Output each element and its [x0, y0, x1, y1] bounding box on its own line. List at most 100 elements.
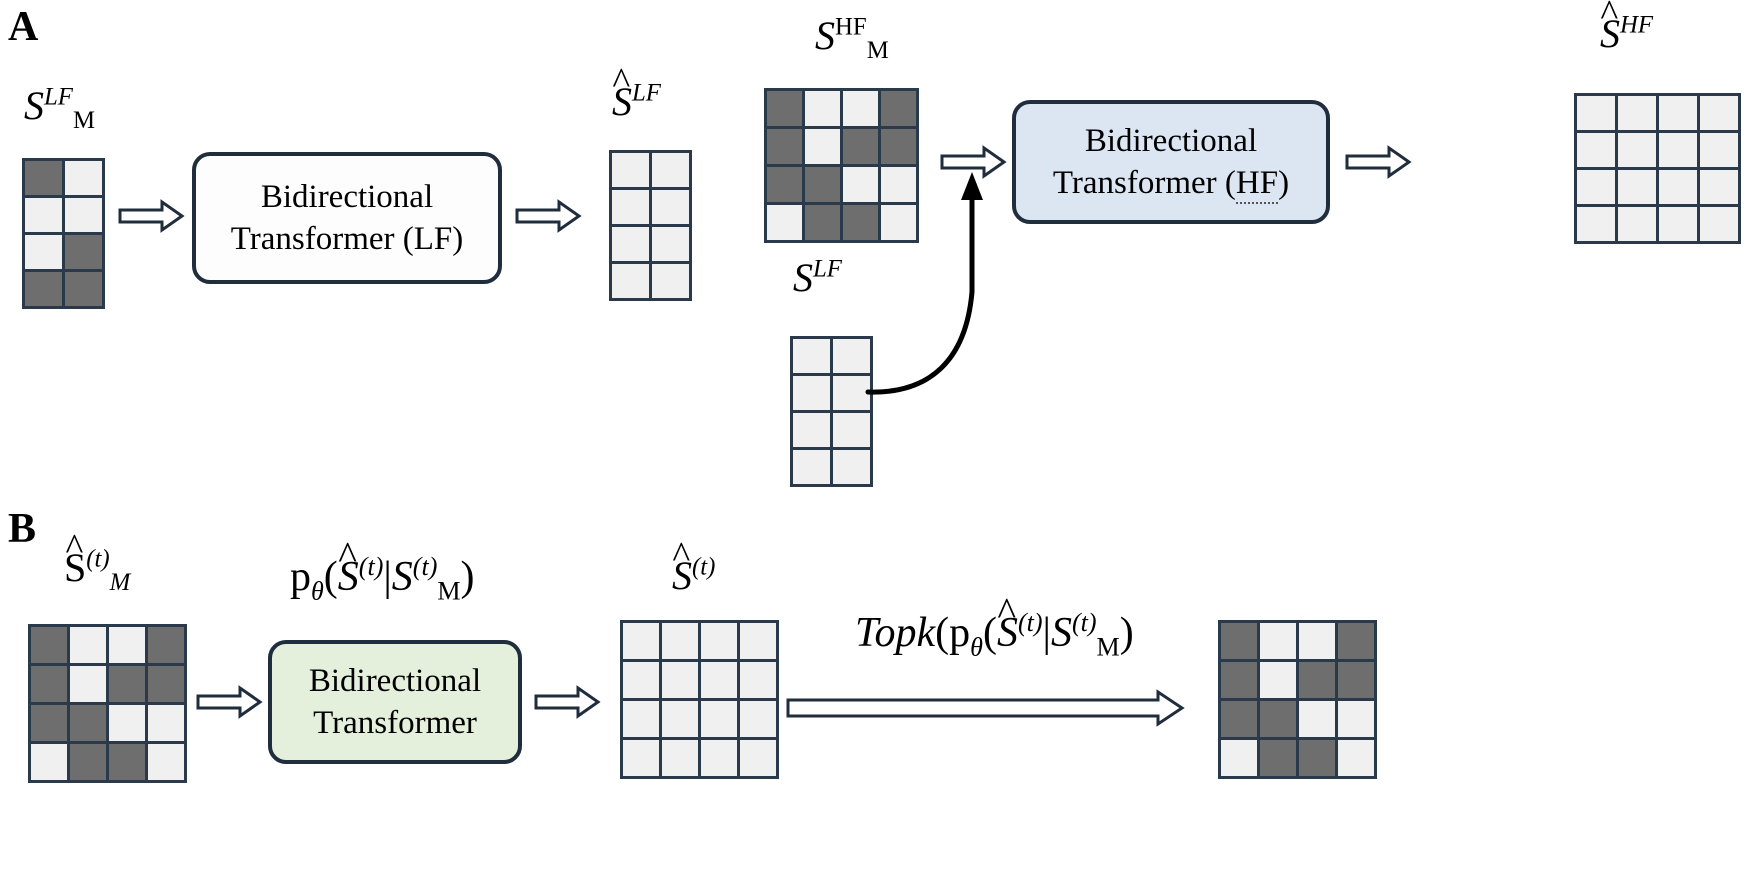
matrix-cell — [652, 227, 689, 261]
label-masked-lf-sup: LF — [44, 83, 73, 111]
matrix-cell — [1700, 133, 1738, 167]
box-bidirectional-transformer-b[interactable]: Bidirectional Transformer — [268, 640, 522, 764]
label-masked-t-base: S — [64, 545, 87, 590]
matrix-cell — [148, 705, 184, 741]
label-masked-hf: SHFM — [815, 15, 889, 63]
matrix-cell — [109, 627, 145, 663]
matrix-cell — [843, 205, 878, 240]
label-masked-t: ^S(t)M — [64, 529, 130, 595]
matrix-cell — [1618, 133, 1656, 167]
box-lf-line1: Bidirectional — [260, 178, 434, 215]
box-hf-line1: Bidirectional — [1084, 122, 1258, 159]
matrix-cell — [1260, 740, 1296, 776]
box-bidirectional-transformer-hf[interactable]: Bidirectional Transformer (HF) — [1012, 100, 1330, 224]
matrix-cell — [31, 744, 67, 780]
arrow-masked-hf-to-transformer — [940, 142, 1008, 182]
matrix-cell — [70, 744, 106, 780]
matrix-cell — [833, 376, 870, 410]
matrix-cell — [1299, 623, 1335, 659]
matrix-cell — [1260, 623, 1296, 659]
matrix-masked-hf — [764, 88, 919, 243]
matrix-cell — [740, 662, 776, 698]
matrix-cell — [623, 623, 659, 659]
arrow-masked-t-to-transformer — [196, 682, 264, 722]
matrix-cell — [65, 272, 102, 306]
label-masked-lf-base: S — [24, 83, 44, 128]
box-hf-line2-suffix: ) — [1278, 165, 1290, 201]
matrix-cell — [148, 666, 184, 702]
label-pred-hf-base: S — [1600, 11, 1620, 56]
formula-topk-open2: ( — [982, 610, 997, 656]
matrix-cell — [1338, 740, 1374, 776]
matrix-cell — [767, 129, 802, 164]
matrix-cell — [805, 205, 840, 240]
box-hf-line2-prefix: Transformer ( — [1052, 165, 1236, 201]
curved-arrow-cond-lf-to-transformer — [860, 160, 1020, 410]
formula-prob-bar: | — [383, 554, 392, 600]
label-pred-lf: ^SLF — [612, 63, 661, 124]
formula-topk-sub2: M — [1096, 632, 1120, 662]
matrix-cell — [767, 167, 802, 202]
matrix-cell — [843, 91, 878, 126]
label-cond-lf: SLF — [793, 255, 842, 298]
label-cond-lf-sup: LF — [813, 255, 842, 283]
box-hf-line2-spell: HF — [1235, 165, 1279, 204]
matrix-cell — [881, 205, 916, 240]
matrix-cell — [1221, 740, 1257, 776]
matrix-cell — [843, 167, 878, 202]
matrix-cell — [701, 623, 737, 659]
box-b-line2: Transformer — [313, 705, 477, 741]
matrix-cell — [793, 450, 830, 484]
formula-topk-sup1: (t) — [1017, 608, 1043, 637]
formula-topk-name: Topk — [855, 610, 936, 656]
arrow-transformer-b-to-pred — [534, 682, 602, 722]
hat-mark-formula-topk: ^ — [997, 589, 1017, 635]
matrix-cell — [881, 167, 916, 202]
matrix-pred-hf — [1574, 93, 1741, 244]
matrix-cell — [31, 627, 67, 663]
formula-topk-open: ( — [935, 610, 950, 656]
matrix-cell — [1338, 662, 1374, 698]
matrix-cell — [148, 627, 184, 663]
matrix-cell — [1299, 701, 1335, 737]
formula-prob-open: ( — [323, 554, 338, 600]
panel-letter-b: B — [8, 506, 37, 552]
label-pred-hf: ^SHF — [1600, 0, 1654, 56]
matrix-cell — [833, 450, 870, 484]
label-pred-hf-sup: HF — [1620, 11, 1654, 39]
matrix-cell — [70, 627, 106, 663]
label-masked-lf-sub: M — [72, 107, 96, 134]
box-b-line1: Bidirectional — [308, 662, 482, 699]
formula-prob-close: ) — [460, 554, 475, 600]
matrix-cond-lf — [790, 336, 873, 487]
formula-topk-shat: S — [996, 610, 1018, 656]
matrix-cell — [662, 623, 698, 659]
matrix-cell — [1338, 701, 1374, 737]
box-bidirectional-transformer-lf[interactable]: Bidirectional Transformer (LF) — [192, 152, 502, 284]
matrix-cell — [1700, 96, 1738, 130]
matrix-cell — [767, 91, 802, 126]
arrow-topk-long — [786, 689, 1186, 727]
hat-mark-formula-prob: ^ — [338, 533, 357, 579]
matrix-cell — [65, 161, 102, 195]
matrix-cell — [1577, 133, 1615, 167]
matrix-cell — [1659, 207, 1697, 241]
matrix-cell — [833, 413, 870, 447]
matrix-cell — [767, 205, 802, 240]
label-pred-lf-base: S — [612, 79, 632, 124]
label-masked-lf: SLFM — [24, 83, 95, 133]
label-masked-t-sup: (t) — [86, 545, 110, 573]
arrow-transformer-hf-to-pred — [1345, 142, 1413, 182]
matrix-cell — [109, 666, 145, 702]
formula-topk-sup2: (t) — [1071, 608, 1097, 637]
matrix-cell — [1577, 207, 1615, 241]
formula-prob-shat: S — [337, 554, 359, 600]
box-hf-line2: Transformer (HF) — [1053, 162, 1289, 204]
matrix-cell — [148, 744, 184, 780]
formula-probability: pθ(^S(t)|S(t)M) — [290, 536, 475, 604]
matrix-cell — [1299, 662, 1335, 698]
matrix-cell — [881, 91, 916, 126]
matrix-cell — [805, 167, 840, 202]
arrow-masked-lf-to-transformer — [118, 196, 186, 236]
formula-prob-sup1: (t) — [358, 552, 384, 581]
